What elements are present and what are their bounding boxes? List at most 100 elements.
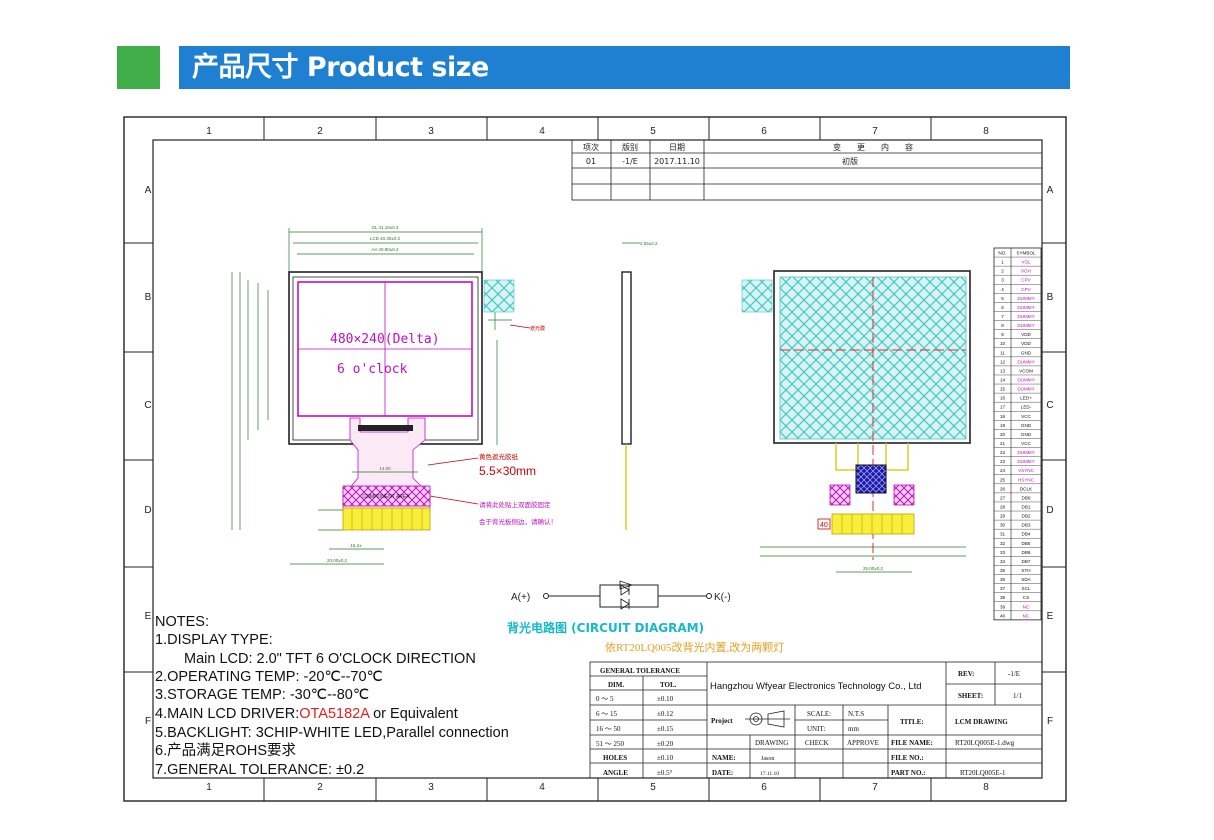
- pin-symbol: VSYNC: [1018, 468, 1035, 473]
- pin-number: 34: [1000, 559, 1006, 564]
- tolerance-dim: 16 ～ 50: [596, 725, 621, 733]
- col-label: 6: [761, 782, 767, 793]
- svg-text:遮光膜: 遮光膜: [530, 325, 545, 332]
- outer-frame: [123, 116, 1067, 802]
- pin-symbol: DUMMY: [1017, 314, 1034, 319]
- pin-symbol: DB7: [1022, 559, 1031, 564]
- col-label: 2: [317, 126, 323, 137]
- note-line: 5.BACKLIGHT: 3CHIP-WHITE LED,Parallel co…: [155, 725, 509, 741]
- col-label: 4: [539, 126, 545, 137]
- pin-number: 27: [1000, 495, 1006, 500]
- pin-symbol: DUMMY: [1017, 305, 1034, 310]
- revision-rev: -1/E: [622, 157, 638, 166]
- pin-symbol: DUMMY: [1017, 459, 1034, 464]
- col-label: 3: [428, 126, 434, 137]
- revision-header: 版别: [622, 142, 638, 152]
- pin-symbol: NC: [1023, 613, 1030, 618]
- pin-symbol: DB0: [1022, 495, 1031, 500]
- row-label: F: [1047, 716, 1053, 727]
- pin-symbol: CS: [1023, 595, 1029, 600]
- part-no-label: PART NO.:: [891, 769, 926, 777]
- svg-text:40: 40: [820, 522, 828, 529]
- pin-symbol: SDA: [1021, 577, 1031, 582]
- page-title: 产品尺寸 Product size: [192, 52, 489, 83]
- col-label: 5: [650, 782, 656, 793]
- tape-size-label: 5.5×30mm: [479, 464, 536, 478]
- pin-number: 3: [1001, 278, 1004, 283]
- pin-symbol: DB5: [1022, 541, 1031, 546]
- title-label: TITLE:: [900, 718, 924, 726]
- note-line: 6.产品满足ROHS要求: [155, 742, 296, 759]
- note-callout-2: 会于背光板侧边，请确认！: [479, 517, 557, 526]
- pin-number: 1: [1001, 260, 1004, 265]
- pin-number: 22: [1000, 450, 1006, 455]
- pin-number: 25: [1000, 477, 1006, 482]
- pin-number: 16: [1000, 396, 1006, 401]
- col-label: 1: [206, 126, 212, 137]
- revision-table: [571, 139, 1043, 201]
- col-label: 1: [206, 782, 212, 793]
- tolerance-dim: 0 ～ 5: [596, 695, 614, 703]
- pin-symbol: DCLK: [1020, 486, 1033, 491]
- scale-value: N.T.S: [848, 710, 864, 718]
- pin-symbol: DUMMY: [1017, 450, 1034, 455]
- pin-number: 26: [1000, 486, 1006, 491]
- row-label: A: [145, 185, 152, 196]
- revision-item: 01: [586, 157, 596, 166]
- projection-symbol-icon: [745, 710, 790, 728]
- col-label: 4: [539, 782, 545, 793]
- pin-symbol: VCC: [1021, 441, 1031, 446]
- notes-block: NOTES: 1.DISPLAY TYPE: Main LCD: 2.0" TF…: [155, 614, 509, 778]
- title-value: LCM DRAWING: [955, 718, 1008, 726]
- row-label: B: [1047, 292, 1054, 303]
- pin-number: 18: [1000, 414, 1006, 419]
- revision-header: 项次: [583, 142, 599, 152]
- pin-table-border: [993, 247, 1042, 621]
- row-label: E: [1047, 611, 1054, 622]
- scale-label: SCALE:: [807, 710, 831, 718]
- rev-value: -1/E: [1008, 670, 1020, 678]
- pin-header: SYMBOL: [1016, 250, 1036, 255]
- pin-symbol: NC: [1023, 604, 1030, 609]
- pin-number: 17: [1000, 405, 1006, 410]
- pin-symbol: DB3: [1022, 523, 1031, 528]
- pin-number: 24: [1000, 468, 1006, 473]
- tolerance-dim: ANGLE: [603, 769, 628, 777]
- pin-number: 32: [1000, 541, 1006, 546]
- tolerance-header: DIM.: [608, 681, 624, 689]
- tolerance-value: ±0.20: [657, 740, 674, 748]
- pin-symbol: VGH: [1021, 269, 1031, 274]
- svg-text:2.55±0.2: 2.55±0.2: [640, 241, 658, 246]
- orientation-label: 6 o'clock: [337, 362, 408, 377]
- pin-number: 4: [1001, 287, 1004, 292]
- col-label: 7: [872, 782, 878, 793]
- pin-symbol: DUMMY: [1017, 359, 1034, 364]
- note-line: 2.OPERATING TEMP: -20℃--70℃: [155, 669, 383, 685]
- row-label: D: [144, 505, 151, 516]
- svg-text:OL 41.10±0.2: OL 41.10±0.2: [371, 225, 399, 230]
- pin-number: 36: [1000, 577, 1006, 582]
- col-label: 6: [761, 126, 767, 137]
- note-line: 1.DISPLAY TYPE:: [155, 632, 273, 648]
- pin-symbol: HSYNC: [1018, 477, 1035, 482]
- row-label: B: [145, 292, 152, 303]
- sheet-value: 1/1: [1013, 692, 1022, 700]
- pin-symbol: DB4: [1022, 532, 1031, 537]
- svg-text:25.00±0.2: 25.00±0.2: [863, 566, 883, 571]
- col-label: 8: [983, 126, 989, 137]
- pin-symbol: DB1: [1022, 504, 1031, 509]
- unit-value: mm: [848, 725, 859, 733]
- file-name-label: FILE NAME:: [891, 739, 933, 747]
- notes-title: NOTES:: [155, 614, 209, 630]
- pin-symbol: GND: [1021, 350, 1032, 355]
- pin-symbol: DUMMY: [1017, 323, 1034, 328]
- col-label: 7: [872, 126, 878, 137]
- tolerance-value: ±0.10: [657, 695, 674, 703]
- pin-number: 21: [1000, 441, 1006, 446]
- pin-symbol: VGL: [1021, 260, 1031, 265]
- pin-number: 23: [1000, 459, 1006, 464]
- tolerance-dim: 6 ～ 15: [596, 710, 618, 718]
- date-label: DATE:: [712, 769, 733, 777]
- pin-symbol: LED-: [1021, 405, 1032, 410]
